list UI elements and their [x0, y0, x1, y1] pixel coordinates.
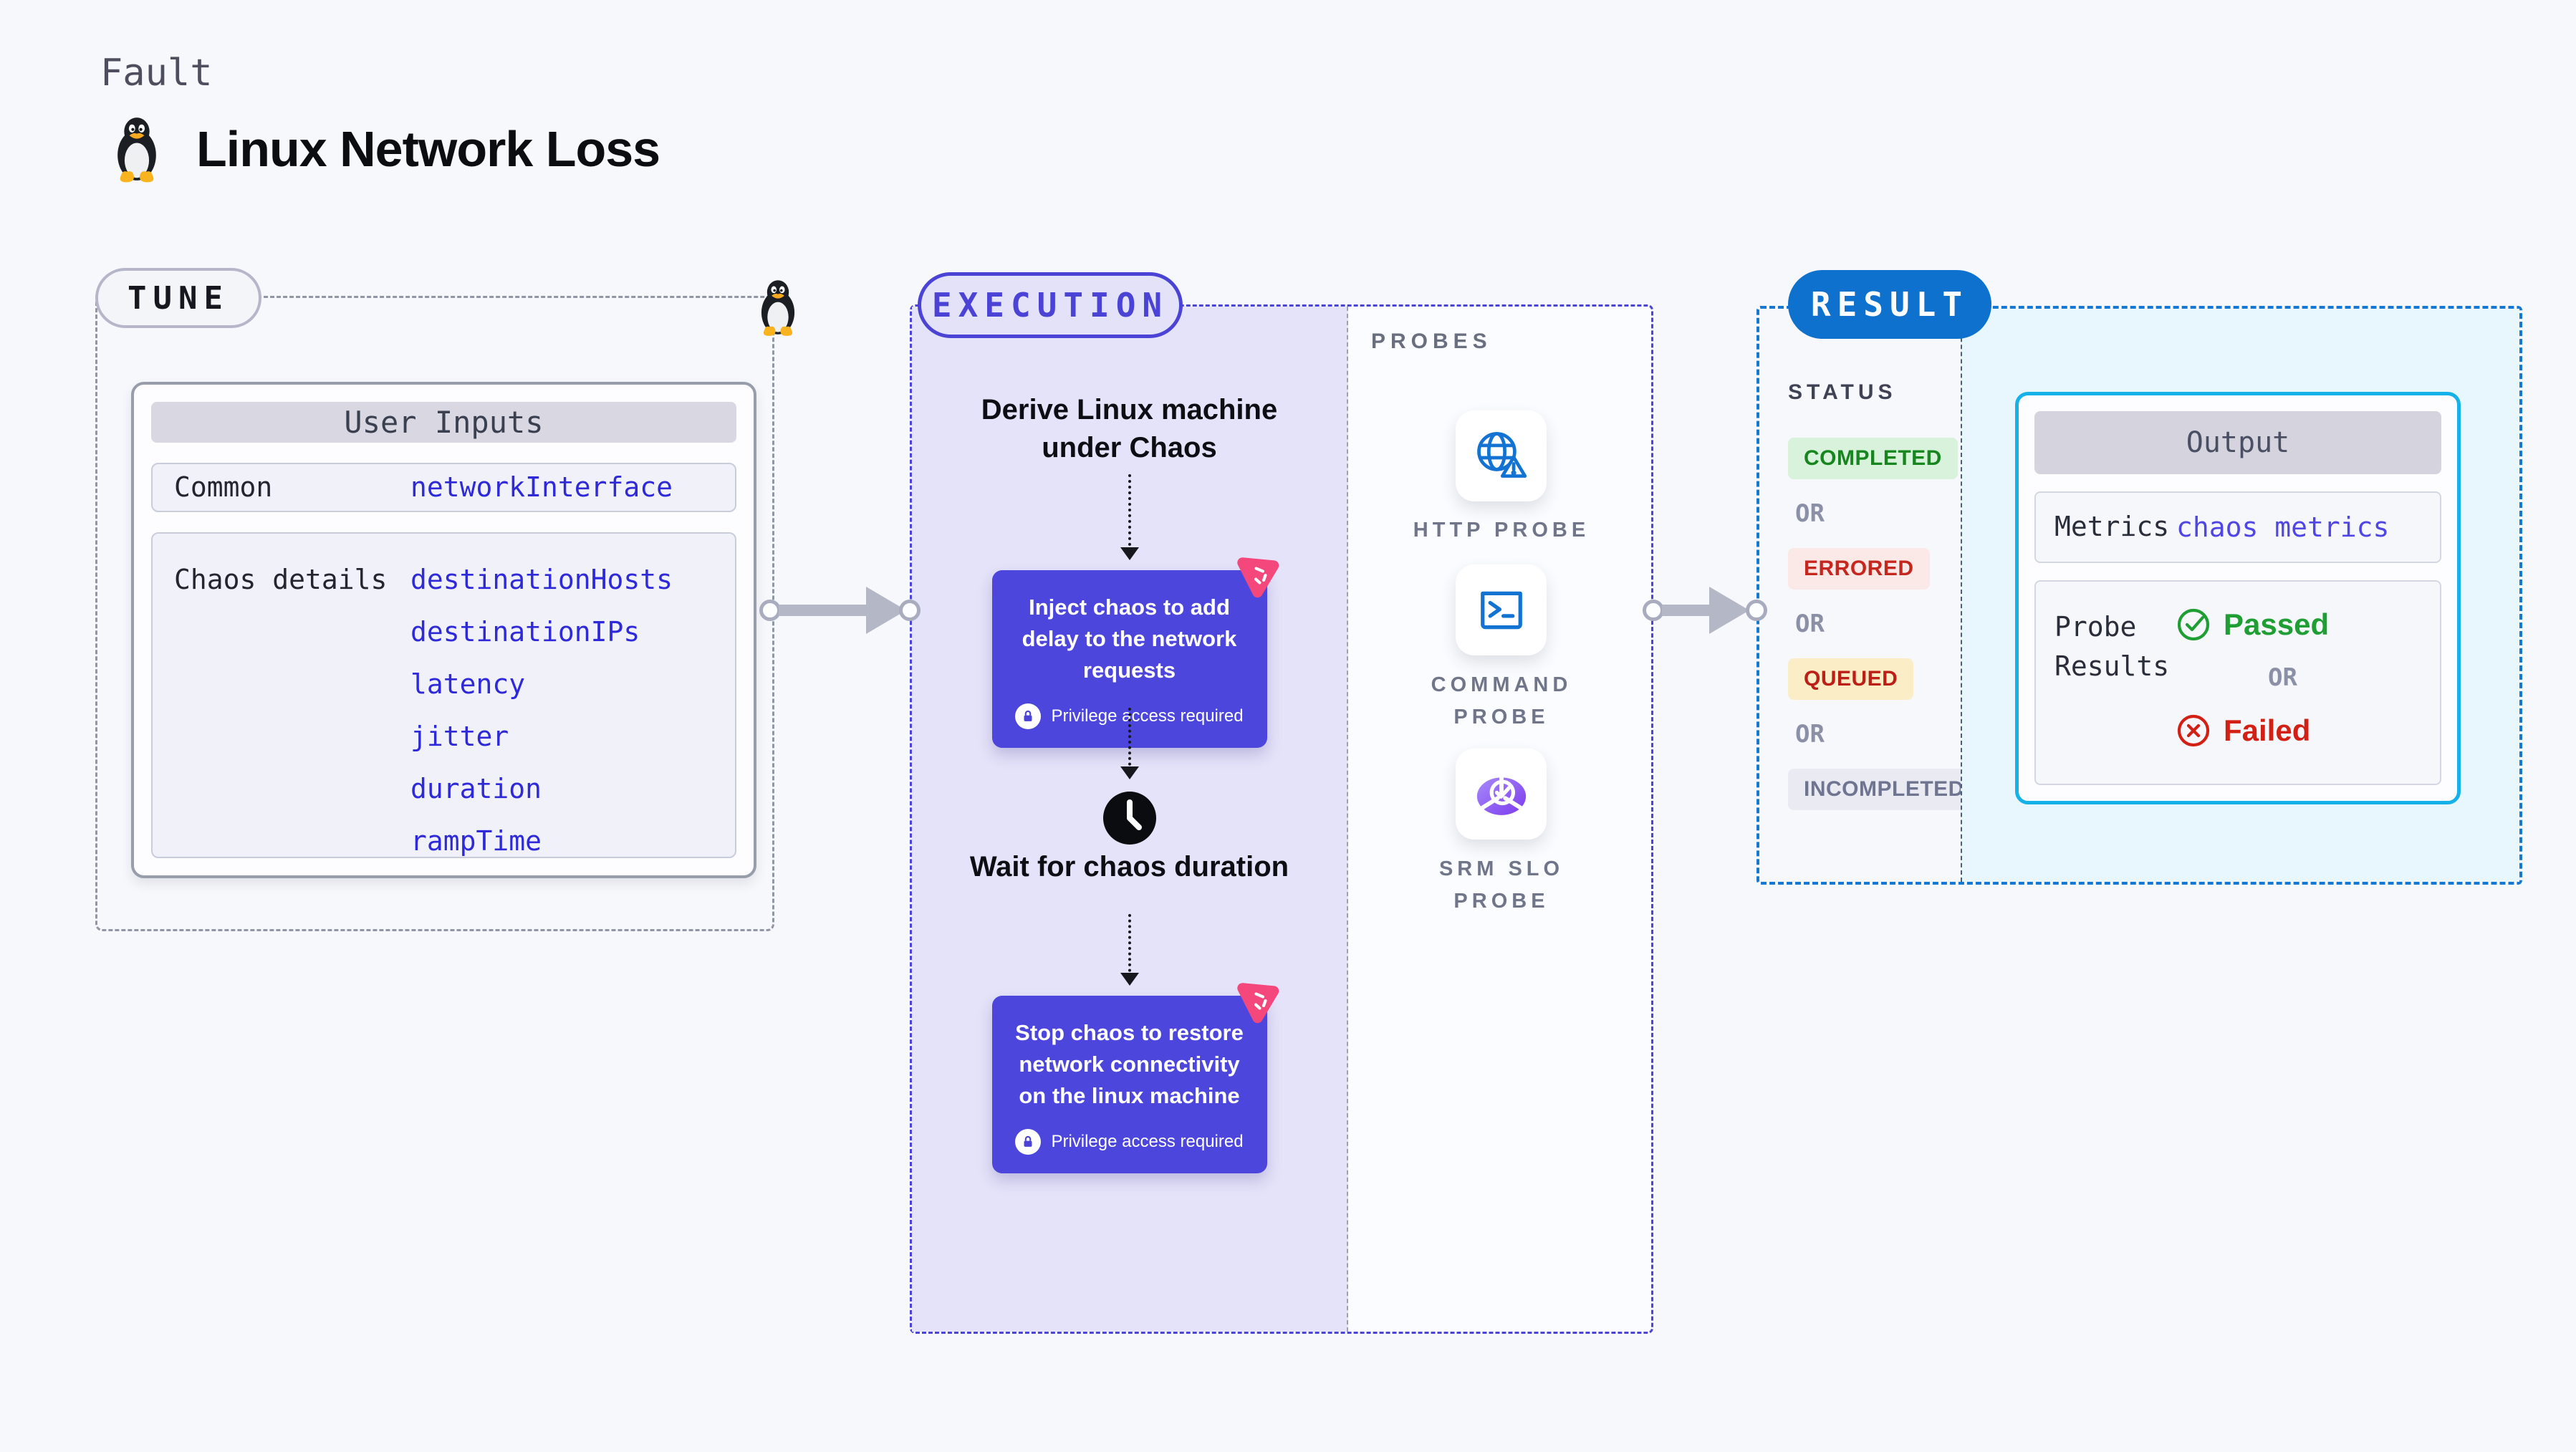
status-badge-completed: COMPLETED [1788, 438, 1958, 479]
privilege-label: Privilege access required [1051, 1132, 1244, 1152]
flow-arrow-down [1120, 708, 1139, 779]
probes-panel-label: PROBES [1371, 330, 1492, 353]
status-badge-incompleted: INCOMPLETED [1788, 769, 1980, 810]
stop-chaos-node: Stop chaos to restore network connectivi… [991, 996, 1267, 1174]
execution-section: Derive Linux machine under Chaos Inject … [910, 272, 1653, 1334]
srm-slo-probe-card [1456, 749, 1547, 840]
tune-pill: TUNE [95, 268, 261, 328]
input-param: destinationIPs [410, 616, 640, 648]
input-param: networkInterface [410, 471, 673, 504]
privilege-row: Privilege access required [1009, 703, 1250, 730]
metrics-label: Metrics [2054, 511, 2170, 543]
page-title: Linux Network Loss [196, 121, 660, 177]
execution-flow-area: Derive Linux machine under Chaos Inject … [912, 307, 1348, 1332]
command-probe-card [1456, 564, 1547, 655]
input-param: destinationHosts [410, 564, 673, 595]
input-row-common: Common networkInterface [151, 462, 736, 512]
output-card: Output Metrics chaos metrics Probe Resul… [2015, 392, 2461, 804]
privilege-row: Privilege access required [1009, 1129, 1250, 1155]
input-param: duration [410, 773, 542, 804]
page-title-row: Linux Network Loss [107, 113, 660, 185]
output-header: Output [2034, 411, 2441, 474]
passed-label: Passed [2224, 607, 2330, 641]
x-circle-icon [2177, 714, 2210, 747]
derive-step-label: Derive Linux machine under Chaos [981, 394, 1278, 463]
lock-icon [1015, 703, 1042, 730]
input-param: jitter [410, 721, 509, 752]
status-heading: STATUS [1788, 380, 1897, 404]
status-column: STATUS COMPLETED OR ERRORED OR QUEUED OR… [1759, 309, 1980, 882]
metrics-value: chaos metrics [2176, 511, 2390, 543]
or-separator: OR [1795, 610, 1825, 638]
flow-arrow-down [1120, 474, 1139, 560]
execution-pill: EXECUTION [918, 272, 1183, 338]
clock-icon [1102, 791, 1157, 845]
probe-label: SRM SLO PROBE [1438, 857, 1565, 913]
failed-label: Failed [2224, 713, 2311, 747]
input-param: latency [410, 668, 526, 700]
user-inputs-card: User Inputs Common networkInterface Chao… [131, 382, 756, 878]
lock-icon [1015, 1129, 1042, 1155]
input-param: rampTime [410, 825, 542, 857]
tune-section: TUNE User Inputs Common networkInterface… [95, 268, 795, 931]
tux-penguin-icon [754, 277, 802, 338]
litmus-chaos-icon [1236, 552, 1283, 599]
input-row-label: Common [174, 471, 273, 504]
check-circle-icon [2177, 608, 2210, 641]
probe-results-row: Probe Results Passed OR [2034, 580, 2441, 785]
or-separator: OR [1795, 499, 1825, 528]
probe-result-passed: Passed [2176, 607, 2329, 642]
stop-chaos-label: Stop chaos to restore network connectivi… [1015, 1020, 1244, 1109]
result-output-panel: Output Metrics chaos metrics Probe Resul… [1961, 309, 2519, 882]
slo-pie-check-icon [1476, 773, 1526, 815]
fault-eyebrow: Fault [100, 52, 213, 95]
status-badge-errored: ERRORED [1788, 548, 1930, 590]
metrics-row: Metrics chaos metrics [2034, 491, 2441, 563]
wait-step-label: Wait for chaos duration [969, 851, 1289, 883]
input-row-chaos-details: Chaos details destinationHosts destinati… [151, 532, 736, 858]
status-badge-queued: QUEUED [1788, 658, 1914, 700]
result-section: RESULT STATUS COMPLETED OR ERRORED OR QU… [1756, 270, 2522, 885]
user-inputs-header: User Inputs [151, 402, 736, 443]
inject-chaos-label: Inject chaos to add delay to the network… [1022, 595, 1237, 683]
terminal-icon [1480, 591, 1522, 629]
input-row-label: Chaos details [174, 564, 388, 595]
inject-chaos-node: Inject chaos to add delay to the network… [991, 570, 1267, 749]
flow-arrow-down [1120, 914, 1139, 986]
probe-results-label: Probe Results [2054, 611, 2170, 683]
tux-penguin-icon [107, 113, 166, 185]
http-probe-card [1456, 410, 1547, 501]
privilege-label: Privilege access required [1051, 706, 1244, 726]
result-pill: RESULT [1788, 270, 1991, 339]
probe-label: COMMAND PROBE [1431, 673, 1572, 729]
probe-result-failed: Failed [2176, 713, 2329, 748]
globe-alert-icon [1476, 431, 1527, 478]
litmus-chaos-icon [1236, 977, 1283, 1024]
or-separator: OR [2268, 663, 2297, 692]
or-separator: OR [1795, 720, 1825, 749]
probe-label: HTTP PROBE [1413, 519, 1590, 542]
